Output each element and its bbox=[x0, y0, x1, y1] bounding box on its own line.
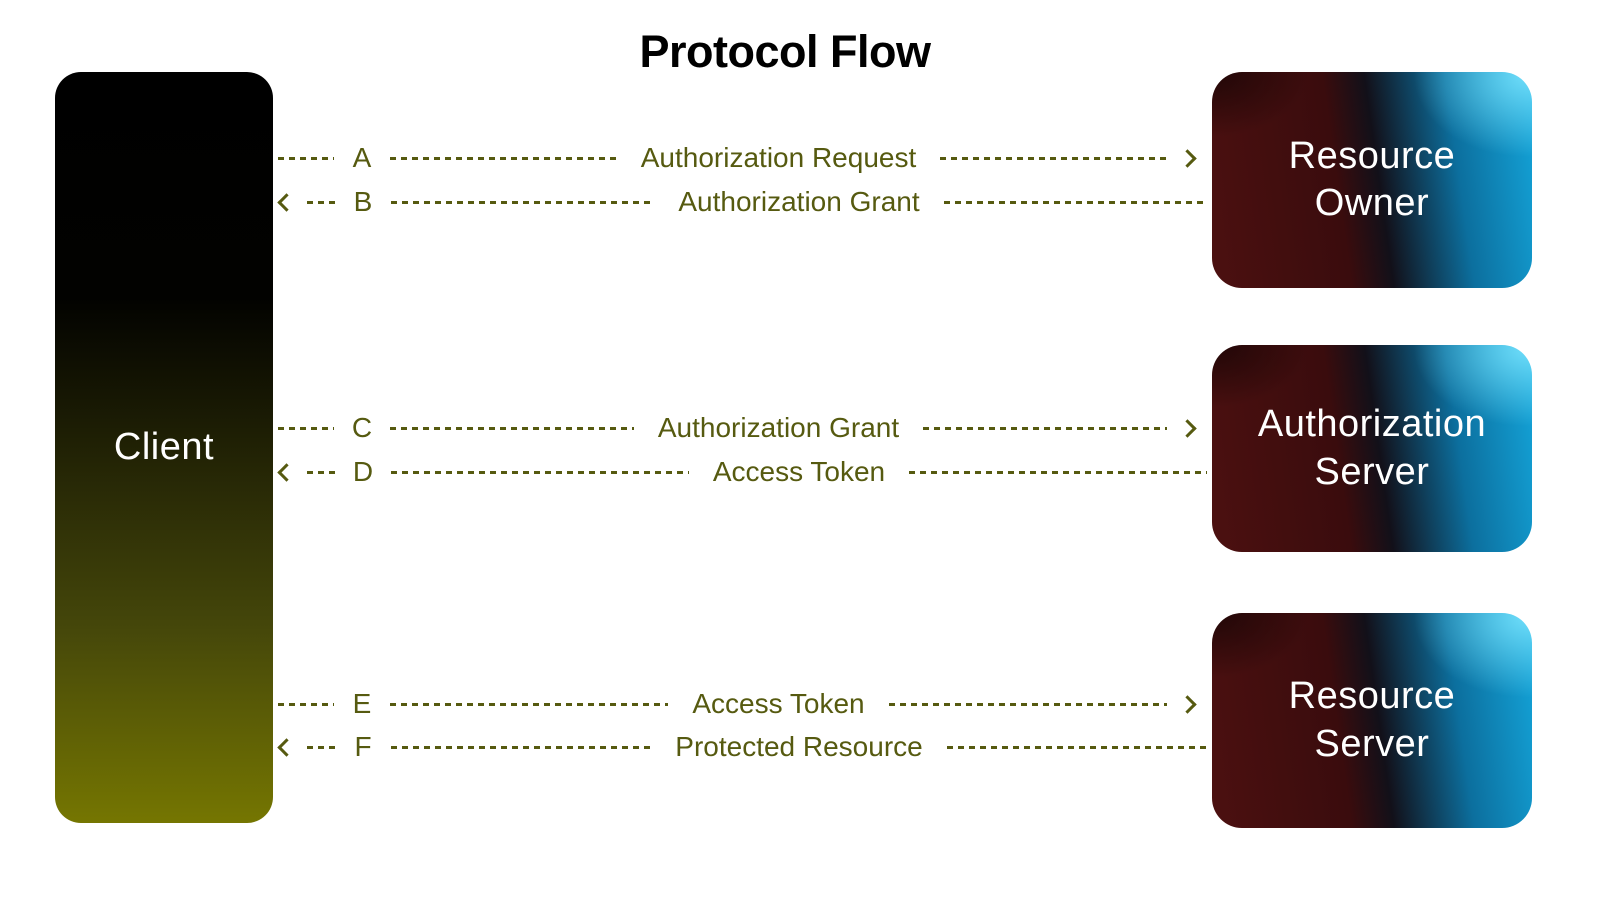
flow-letter-a: A bbox=[352, 142, 372, 173]
arrowhead-left-icon bbox=[277, 192, 296, 212]
flow-letter-d: D bbox=[352, 456, 374, 487]
resource-server-box: Resource Server bbox=[1212, 613, 1532, 828]
dash-line bbox=[391, 470, 689, 474]
flow-label-e: Access Token bbox=[692, 688, 865, 719]
dash-line bbox=[943, 200, 1207, 204]
flow-letter-b: B bbox=[353, 186, 373, 217]
client-label: Client bbox=[113, 426, 215, 468]
authorization-server-label: Authorization Server bbox=[1258, 401, 1486, 495]
flow-row-c: C Authorization Grant bbox=[273, 407, 1212, 449]
resource-owner-label: Resource Owner bbox=[1289, 133, 1456, 227]
flow-letter-f: F bbox=[354, 731, 372, 762]
dash-line bbox=[307, 200, 335, 204]
resource-owner-label-line2: Owner bbox=[1314, 182, 1430, 224]
dash-line bbox=[278, 702, 334, 706]
authorization-server-box: Authorization Server bbox=[1212, 345, 1532, 552]
resource-server-label: Resource Server bbox=[1289, 673, 1456, 767]
dash-line bbox=[946, 745, 1207, 749]
diagram-title: Protocol Flow bbox=[639, 26, 932, 77]
dash-line bbox=[391, 745, 652, 749]
resource-owner-label-line1: Resource bbox=[1288, 134, 1456, 177]
flow-row-d: D Access Token bbox=[273, 451, 1212, 493]
dash-line bbox=[391, 200, 655, 204]
dash-line bbox=[307, 745, 335, 749]
resource-owner-box: Resource Owner bbox=[1212, 72, 1532, 288]
flow-label-a: Authorization Request bbox=[640, 142, 917, 173]
arrowhead-left-icon bbox=[277, 462, 296, 482]
flow-label-f: Protected Resource bbox=[675, 731, 923, 762]
arrowhead-right-icon bbox=[1178, 694, 1197, 714]
authorization-server-label-line2: Server bbox=[1314, 450, 1430, 493]
flow-label-b: Authorization Grant bbox=[678, 186, 920, 217]
dash-line bbox=[278, 426, 334, 430]
authorization-server-label-line1: Authorization bbox=[1257, 403, 1487, 446]
dash-line bbox=[390, 426, 634, 430]
flow-row-e: E Access Token bbox=[273, 683, 1212, 725]
client-box: Client bbox=[55, 72, 273, 823]
flow-letter-c: C bbox=[351, 412, 373, 443]
flow-row-b: B Authorization Grant bbox=[273, 181, 1212, 223]
dash-line bbox=[888, 702, 1167, 706]
dash-line bbox=[909, 470, 1207, 474]
dash-line bbox=[923, 426, 1167, 430]
dash-line bbox=[390, 702, 669, 706]
arrowhead-left-icon bbox=[277, 737, 296, 757]
resource-server-label-line1: Resource bbox=[1288, 675, 1456, 718]
flow-row-a: A Authorization Request bbox=[273, 137, 1212, 179]
dash-line bbox=[307, 470, 335, 474]
arrowhead-right-icon bbox=[1178, 148, 1197, 168]
flow-label-d: Access Token bbox=[712, 456, 886, 487]
flow-letter-e: E bbox=[352, 688, 372, 719]
dash-line bbox=[940, 156, 1168, 160]
flow-label-c: Authorization Grant bbox=[657, 412, 900, 443]
dash-line bbox=[278, 156, 334, 160]
dash-line bbox=[390, 156, 617, 160]
resource-server-label-line2: Server bbox=[1314, 722, 1430, 765]
arrowhead-right-icon bbox=[1178, 418, 1197, 438]
flow-row-f: F Protected Resource bbox=[273, 726, 1212, 768]
